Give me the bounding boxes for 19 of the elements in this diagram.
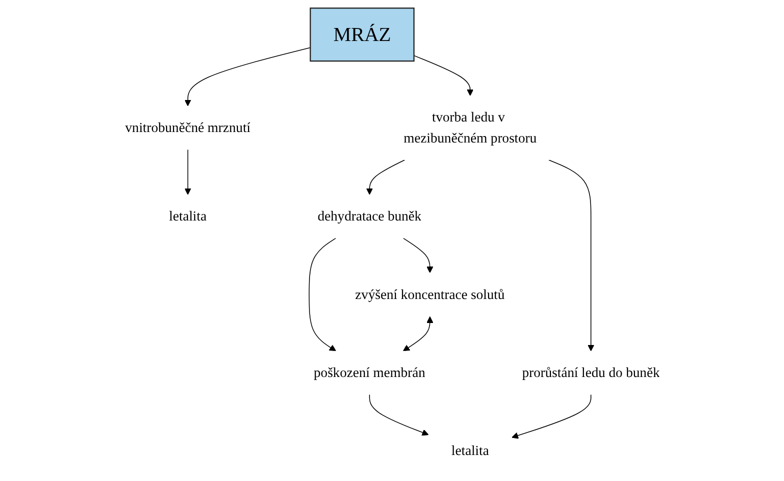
arrow bbox=[402, 316, 433, 352]
arrow bbox=[184, 47, 310, 106]
node-box: MRÁZ bbox=[309, 8, 414, 62]
node-text: letalita bbox=[168, 208, 206, 224]
arrow bbox=[366, 160, 405, 195]
node-text: dehydratace buněk bbox=[317, 208, 422, 224]
arrow bbox=[184, 149, 191, 195]
arrow bbox=[511, 394, 591, 439]
node-text: prorůstání ledu do buněk bbox=[522, 364, 660, 380]
arrow bbox=[413, 55, 474, 96]
node-text: tvorba ledu v mezibuněčném prostoru bbox=[403, 109, 536, 146]
arrow bbox=[402, 238, 433, 273]
arrow bbox=[368, 394, 428, 436]
node-text: poškození membrán bbox=[313, 364, 425, 380]
node-text: zvýšení koncentrace solutů bbox=[354, 286, 504, 302]
arrow bbox=[548, 160, 594, 352]
node-text: vnitrobuněčné mrznutí bbox=[124, 120, 250, 136]
arrow bbox=[308, 238, 336, 352]
node-text: letalita bbox=[450, 442, 489, 458]
